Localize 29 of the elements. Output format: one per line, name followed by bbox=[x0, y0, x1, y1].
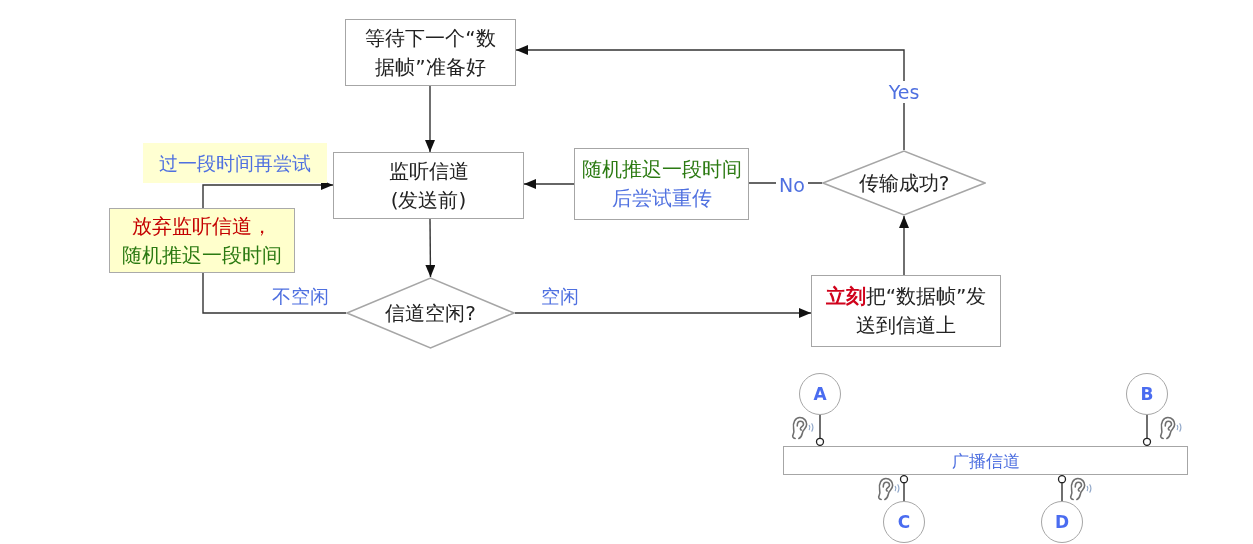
station-circle: C bbox=[883, 501, 925, 543]
arrow bbox=[899, 215, 909, 276]
box-text: 随机推迟一段时间 bbox=[581, 156, 742, 183]
arrow bbox=[202, 180, 334, 209]
arrow bbox=[425, 85, 435, 153]
station-circle: A bbox=[799, 373, 841, 415]
connector-line bbox=[1142, 414, 1152, 447]
arrow bbox=[523, 179, 575, 189]
box-text: 放弃监听信道， bbox=[132, 212, 272, 240]
decision-diamond: 信道空闲? bbox=[346, 277, 515, 349]
edge-label: 过一段时间再尝试 bbox=[143, 143, 327, 183]
channel-bar: 广播信道 bbox=[783, 446, 1188, 475]
process-box bbox=[574, 148, 749, 220]
connector-line bbox=[899, 474, 909, 502]
note-box bbox=[109, 208, 295, 273]
box-text: 随机推迟一段时间 bbox=[122, 241, 282, 269]
arrow bbox=[515, 45, 905, 151]
connector-line bbox=[1057, 474, 1067, 502]
decision-diamond: 传输成功? bbox=[822, 150, 986, 216]
process-box: 等待下一个“数据帧”准备好 bbox=[345, 19, 516, 86]
process-box: 立刻把“数据帧”发送到信道上 bbox=[811, 275, 1001, 347]
station-circle: D bbox=[1041, 501, 1083, 543]
arrow bbox=[425, 218, 436, 278]
station-circle: B bbox=[1126, 373, 1168, 415]
arrow bbox=[514, 308, 812, 318]
connector-line bbox=[202, 272, 347, 314]
process-box: 监听信道(发送前) bbox=[333, 152, 524, 219]
box-text: 后尝试重传 bbox=[611, 185, 712, 212]
connector-line bbox=[815, 414, 825, 447]
